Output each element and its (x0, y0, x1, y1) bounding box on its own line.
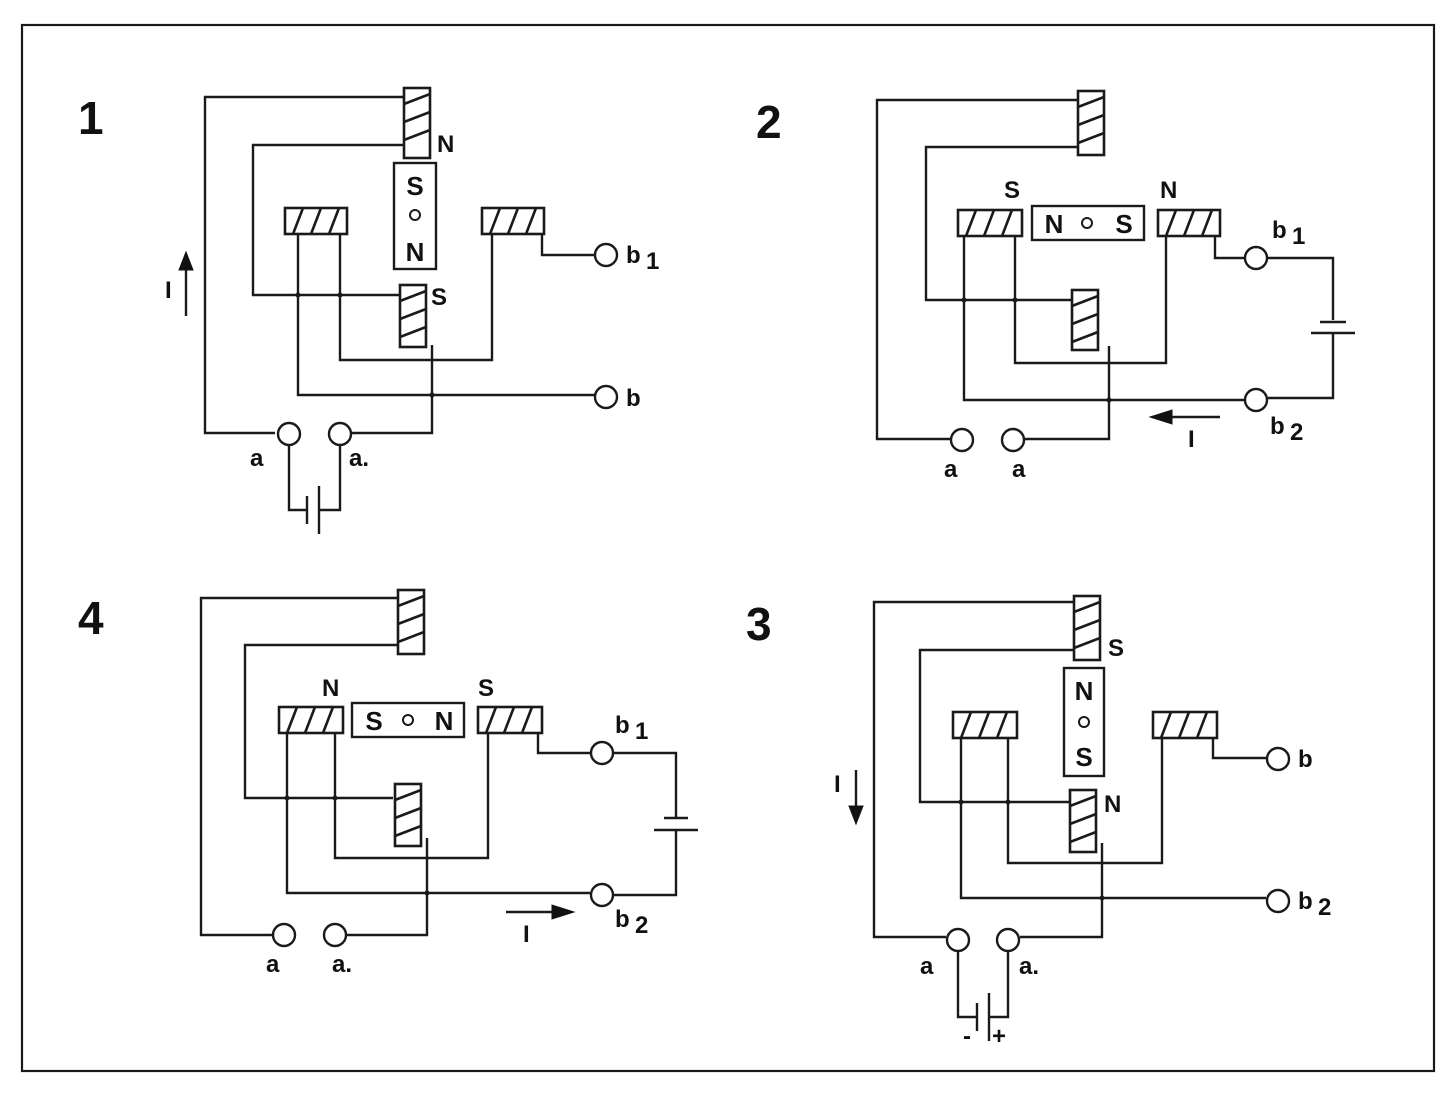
terminal-b1 (589, 740, 615, 766)
battery-plus: + (992, 1023, 1006, 1050)
terminal-b2 (1243, 387, 1269, 413)
panel-number: 3 (746, 598, 772, 650)
panel-1: 1 S N N S a (78, 86, 659, 534)
terminal-b2 (1265, 888, 1291, 914)
panel-2: 2 N S S N a (756, 89, 1355, 483)
terminal-b1-sub: 1 (646, 248, 659, 275)
terminal-b1-label: b (626, 242, 641, 269)
terminal-a-right (995, 927, 1021, 953)
terminal-a-left-label: a (944, 456, 958, 483)
rotor-pole-top: S (406, 171, 423, 201)
rotor-pole-left: S (365, 706, 382, 736)
terminal-b1-label: b (615, 712, 630, 739)
rotor-pole-right: S (1115, 209, 1132, 239)
rotor-pivot (409, 209, 421, 221)
coil-right-pole-label: S (478, 675, 494, 702)
terminal-b1-label: b (1298, 746, 1313, 773)
coil-right-pole-label: N (1160, 177, 1177, 204)
current-label: I (523, 921, 530, 948)
coil-bottom (398, 283, 428, 349)
terminal-b2-label: b (1270, 413, 1285, 440)
rotor-pivot (1078, 716, 1090, 728)
coil-bottom (393, 782, 423, 848)
coil-top-pole-label: S (1108, 635, 1124, 662)
current-arrow-left (1148, 409, 1173, 425)
terminal-b1 (593, 242, 619, 268)
terminal-b (593, 384, 619, 410)
rotor-pole-top: N (1075, 676, 1094, 706)
current-arrow-down (848, 805, 864, 826)
current-label: I (1188, 426, 1195, 453)
terminal-a-right-label: a. (332, 951, 352, 978)
coil-bottom-pole-label: N (1104, 791, 1121, 818)
terminal-b1 (1243, 245, 1269, 271)
terminal-a-left (949, 427, 975, 453)
terminal-a-right-label: a. (1019, 953, 1039, 980)
terminal-b2-sub: 2 (1290, 419, 1303, 446)
rotor-pivot (1081, 217, 1093, 229)
terminal-b2-label: b (615, 906, 630, 933)
current-arrow-up (178, 250, 194, 271)
terminal-a-left (945, 927, 971, 953)
terminal-b-label: b (626, 385, 641, 412)
rotor-magnet (350, 701, 466, 739)
terminal-a-right (327, 421, 353, 447)
rotor-pole-left: N (1045, 209, 1064, 239)
terminal-b2 (589, 882, 615, 908)
terminal-b1-sub: 1 (635, 718, 648, 745)
terminal-a-left (271, 922, 297, 948)
coil-bottom (1068, 788, 1098, 854)
terminal-b2-sub: 2 (1318, 894, 1331, 921)
panel-3: 3 - + N S S N (746, 594, 1331, 1050)
battery-minus: - (963, 1023, 971, 1050)
terminal-a-right-label: a (1012, 456, 1026, 483)
terminal-b1-sub: 1 (1292, 223, 1305, 250)
terminal-b1 (1265, 746, 1291, 772)
rotor-pivot (402, 714, 414, 726)
terminal-b1-label: b (1272, 217, 1287, 244)
terminal-a-right (322, 922, 348, 948)
rotor-pole-bottom: S (1075, 742, 1092, 772)
diagram-frame (20, 23, 1436, 1073)
terminal-b2-sub: 2 (635, 912, 648, 939)
terminal-a-left-label: a (250, 445, 264, 472)
coil-left-pole-label: N (322, 675, 339, 702)
panel-4: 4 S N N S a (78, 588, 698, 978)
rotor-pole-right: N (435, 706, 454, 736)
coil-bottom-pole-label: S (431, 284, 447, 311)
current-label: I (165, 277, 172, 304)
terminal-a-left-label: a (266, 951, 280, 978)
terminal-a-left-label: a (920, 953, 934, 980)
terminal-a-right-label: a. (349, 445, 369, 472)
terminal-b2-label: b (1298, 888, 1313, 915)
terminal-a-right (1000, 427, 1026, 453)
panel-number: 1 (78, 92, 104, 144)
panel-number: 2 (756, 96, 782, 148)
panel-number: 4 (78, 592, 104, 644)
coil-top-pole-label: N (437, 131, 454, 158)
coil-left-pole-label: S (1004, 177, 1020, 204)
rotor-pole-bottom: N (406, 237, 425, 267)
terminal-a-left (276, 421, 302, 447)
current-label: I (834, 771, 841, 798)
current-arrow-right (551, 904, 576, 920)
